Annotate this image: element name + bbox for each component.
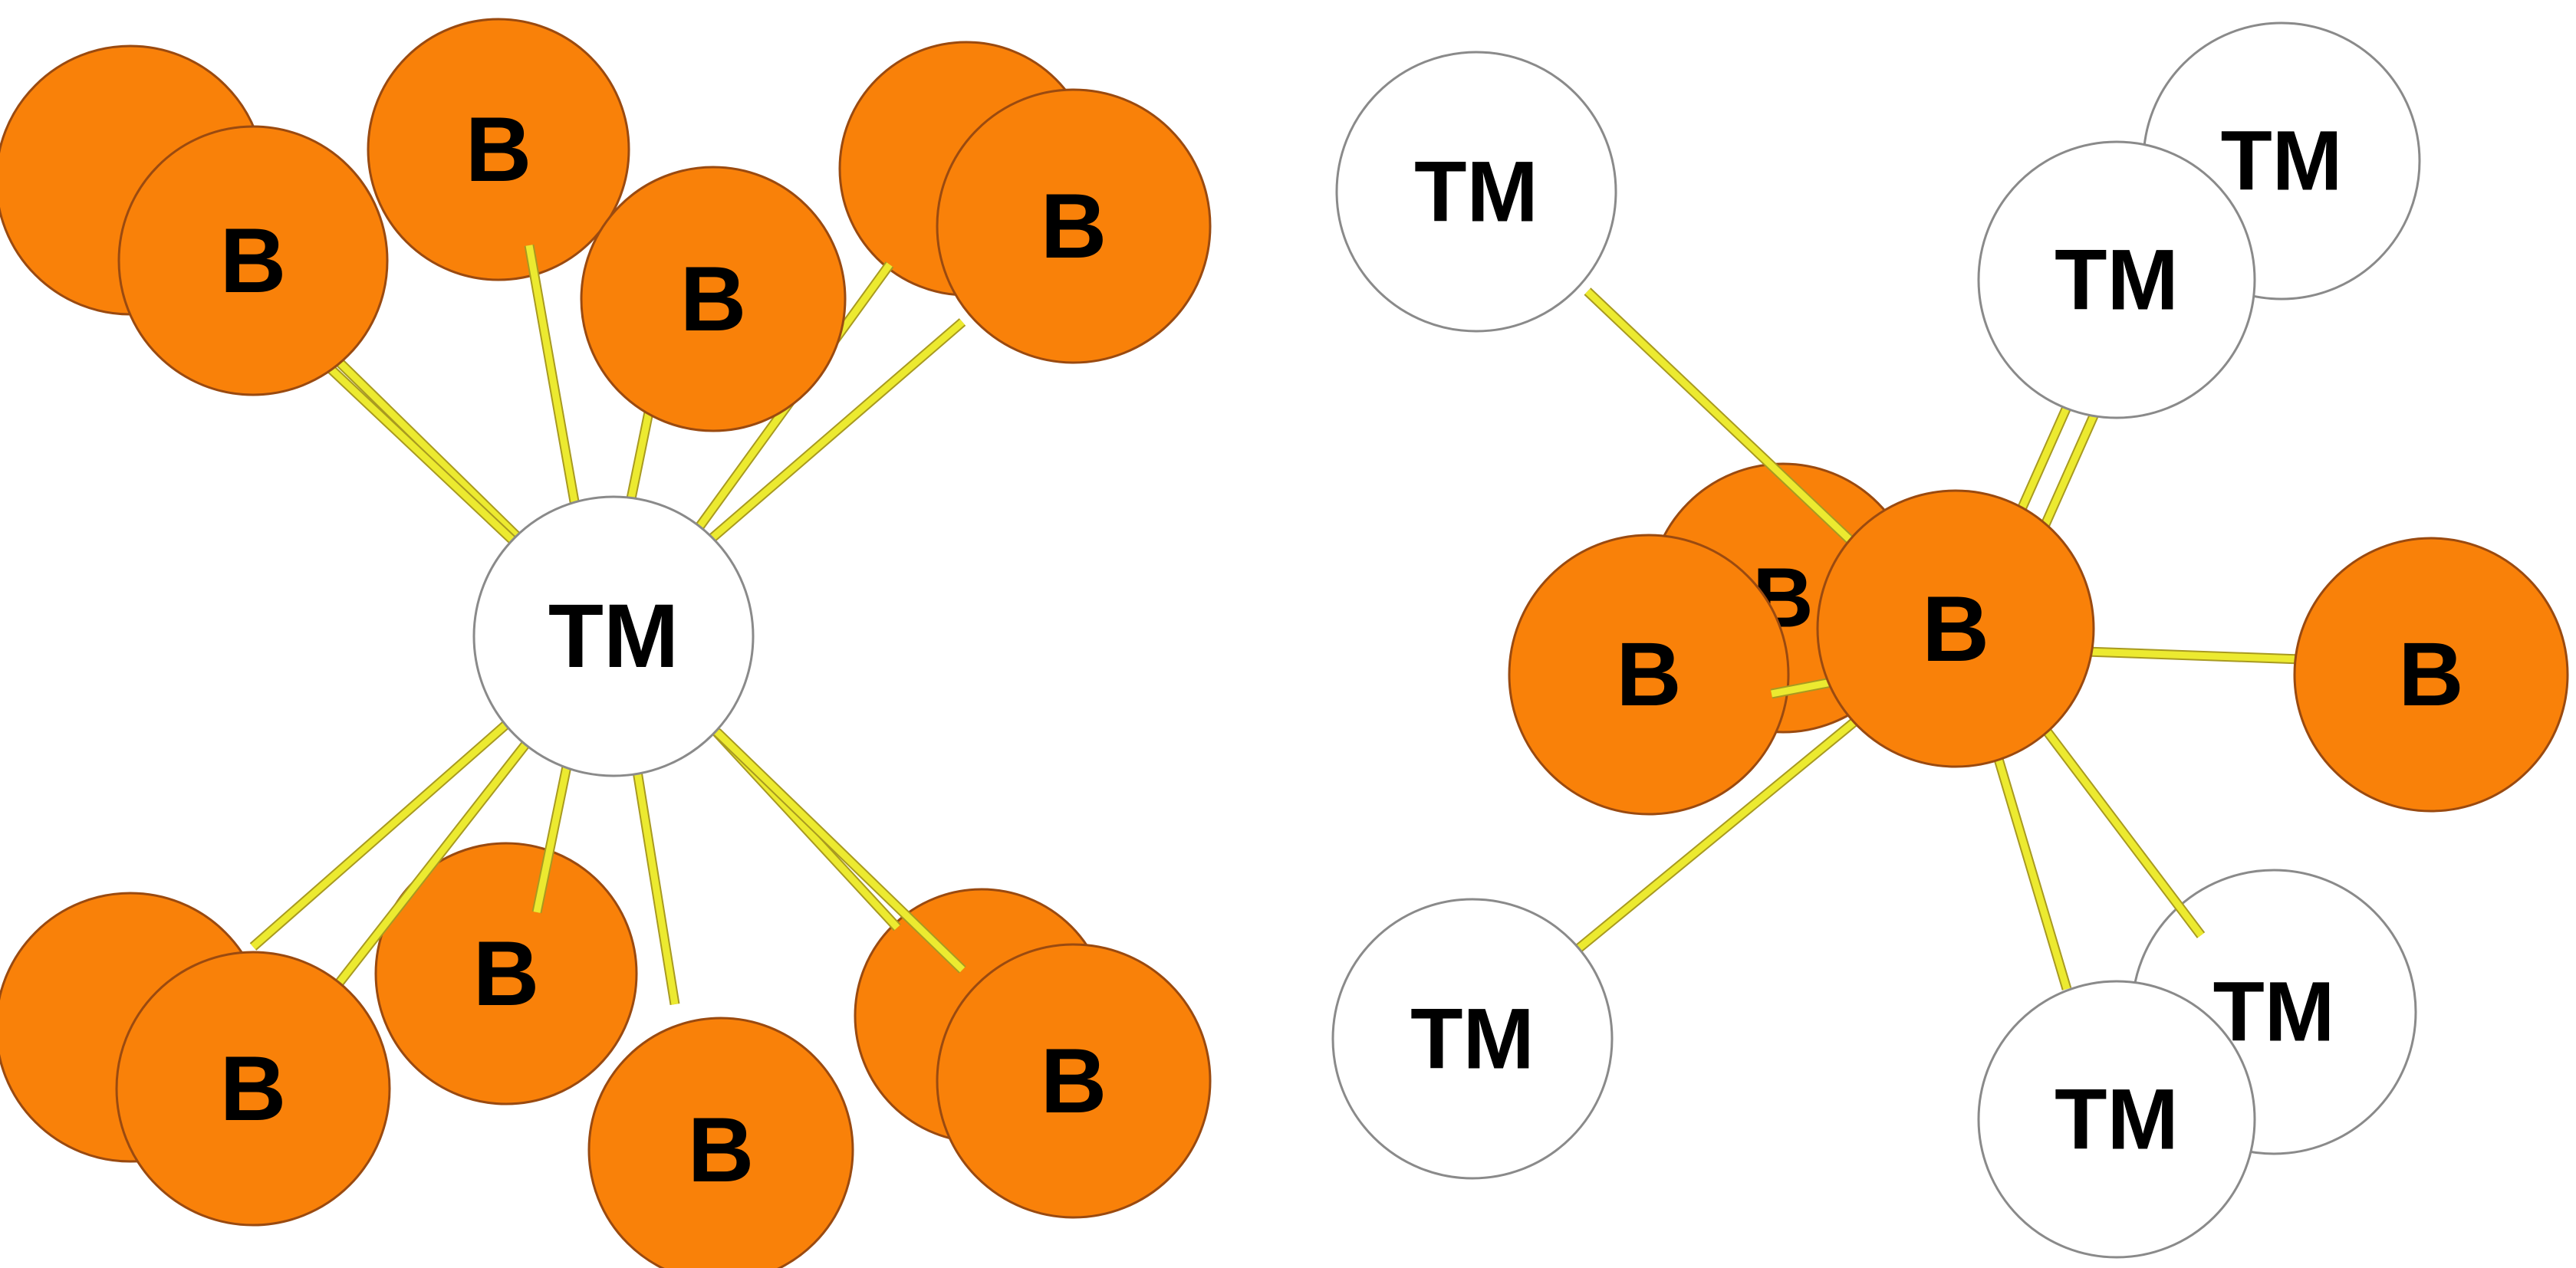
right-center-boron-circle bbox=[1816, 489, 2095, 768]
left-bond-10-core bbox=[633, 766, 679, 1005]
right-bond-6 bbox=[1572, 716, 1860, 955]
left-boron-back-5-label: B bbox=[473, 922, 540, 1025]
left-bond-3 bbox=[524, 244, 581, 508]
left-bond-8-core bbox=[334, 737, 532, 987]
left-bond-1 bbox=[334, 356, 537, 556]
right-tm-top-right-label: TM bbox=[2055, 232, 2179, 328]
left-bond-7-core bbox=[251, 721, 508, 950]
right-tm-top-left: TM bbox=[1335, 51, 1617, 333]
left-boron-front-4: B bbox=[115, 951, 391, 1227]
left-boron-front-3: B bbox=[936, 88, 1212, 364]
left-bond-9-core bbox=[533, 762, 571, 913]
left-bond-1-core bbox=[334, 357, 536, 555]
right-bond-8 bbox=[2043, 729, 2206, 938]
left-boron-back-5-circle bbox=[374, 842, 638, 1105]
left-bond-2-core bbox=[327, 365, 532, 559]
right-bond-6-core bbox=[1574, 718, 1858, 954]
left-bond-12 bbox=[713, 728, 966, 974]
right-tm-bottom-right-label: TM bbox=[2055, 1072, 2179, 1168]
left-bond-8 bbox=[333, 736, 534, 989]
left-boron-front-3-label: B bbox=[1041, 175, 1107, 278]
left-boron-front-1: B bbox=[117, 125, 389, 396]
right-boron-front-left: B bbox=[1508, 534, 1790, 816]
right-bond-7 bbox=[1989, 742, 2072, 990]
left-boron-front-4-circle bbox=[115, 951, 391, 1227]
right-boron-right-circle bbox=[2293, 537, 2569, 813]
left-boron-back-5: B bbox=[374, 842, 638, 1105]
right-boron-front-left-label: B bbox=[1616, 624, 1681, 725]
right-center-boron-label: B bbox=[1922, 577, 1989, 681]
left-boron-front-5: B bbox=[587, 1017, 854, 1268]
left-boron-front-5-label: B bbox=[688, 1099, 755, 1201]
left-boron-front-2-circle bbox=[580, 166, 847, 432]
right-tm-back-top-label: TM bbox=[2221, 114, 2343, 209]
left-bond-10 bbox=[631, 765, 680, 1006]
right-bond-7-core bbox=[1990, 742, 2071, 990]
left-bond-2 bbox=[326, 364, 533, 560]
left-bond-12-core bbox=[714, 729, 966, 973]
right-tm-bottom-right: TM bbox=[1977, 980, 2256, 1259]
right-tm-top-right-circle bbox=[1977, 140, 2256, 419]
right-boron-right-label: B bbox=[2398, 624, 2463, 725]
right-bond-4 bbox=[2085, 646, 2301, 665]
left-center-tm: TM bbox=[472, 495, 755, 777]
left-boron-back-2-circle bbox=[367, 18, 630, 281]
left-boron-front-1-circle bbox=[117, 125, 389, 396]
left-boron-front-5-circle bbox=[587, 1017, 854, 1268]
left-boron-front-6-label: B bbox=[1041, 1030, 1107, 1132]
right-tm-top-left-circle bbox=[1335, 51, 1617, 333]
left-boron-front-6: B bbox=[936, 943, 1212, 1219]
right-tm-top-right: TM bbox=[1977, 140, 2256, 419]
left-bond-6-core bbox=[707, 319, 965, 544]
right-bond-1-core bbox=[1584, 288, 1882, 570]
right-tm-bottom-left-circle bbox=[1331, 898, 1614, 1180]
right-bond-4-core bbox=[2085, 648, 2301, 663]
right-boron-right: B bbox=[2293, 537, 2569, 813]
left-center-tm-label: TM bbox=[548, 586, 679, 687]
left-boron-back-2: B bbox=[367, 18, 630, 281]
right-tm-top-left-label: TM bbox=[1414, 144, 1538, 240]
right-bond-1 bbox=[1584, 287, 1883, 571]
left-boron-front-4-label: B bbox=[220, 1037, 287, 1140]
left-boron-front-6-circle bbox=[936, 943, 1212, 1219]
left-boron-front-3-circle bbox=[936, 88, 1212, 364]
right-boron-front-left-circle bbox=[1508, 534, 1790, 816]
left-center-tm-circle bbox=[472, 495, 755, 777]
left-bond-9 bbox=[531, 761, 573, 914]
right-center-boron: B bbox=[1816, 489, 2095, 768]
left-bond-7 bbox=[249, 721, 510, 951]
left-boron-front-2: B bbox=[580, 166, 847, 432]
right-bond-8-core bbox=[2045, 730, 2204, 938]
left-boron-front-1-label: B bbox=[220, 209, 287, 312]
right-tm-bottom-left: TM bbox=[1331, 898, 1614, 1180]
left-boron-back-2-label: B bbox=[466, 98, 532, 201]
left-bond-6 bbox=[706, 318, 966, 544]
right-tm-bottom-left-label: TM bbox=[1410, 991, 1535, 1087]
right-tm-bottom-right-circle bbox=[1977, 980, 2256, 1259]
left-boron-front-2-label: B bbox=[680, 248, 747, 350]
left-bond-3-core bbox=[525, 245, 579, 507]
